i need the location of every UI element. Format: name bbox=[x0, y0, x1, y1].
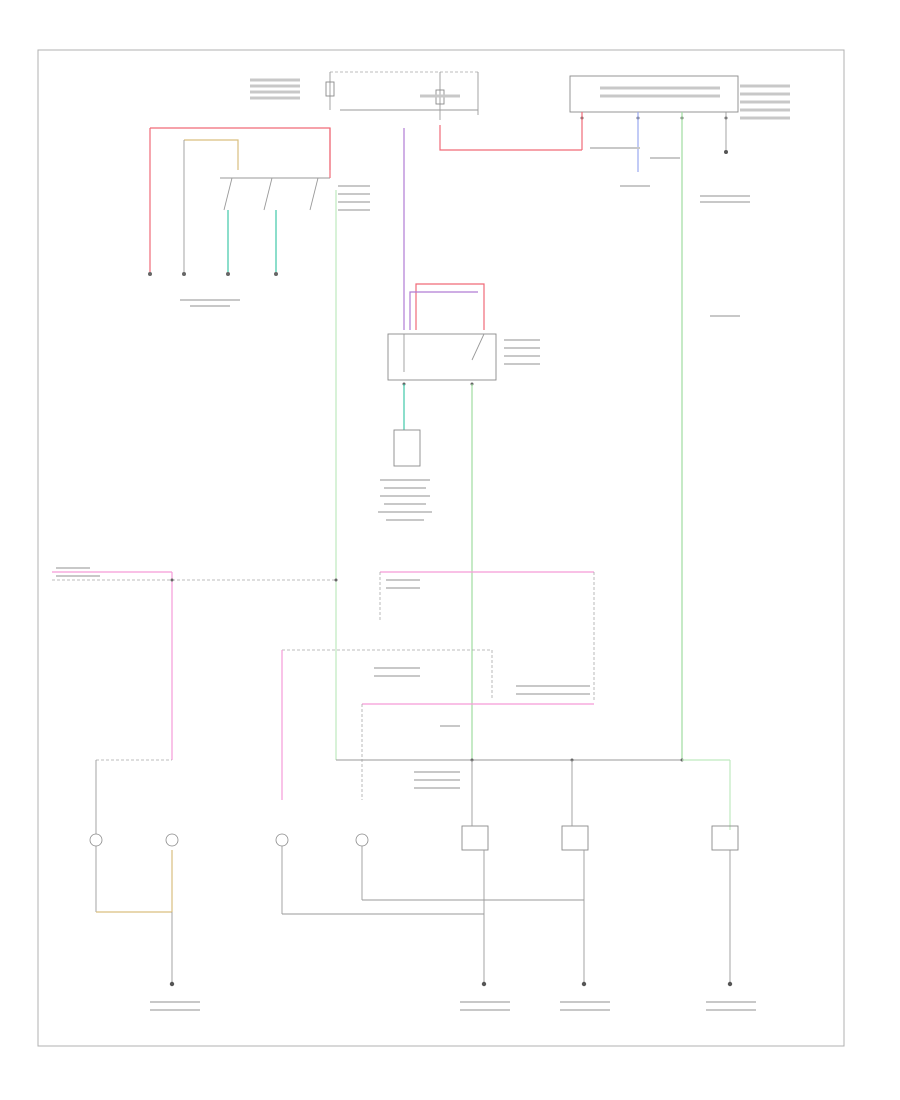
lamp-mid-1 bbox=[275, 833, 289, 847]
lamp-row bbox=[89, 759, 756, 1011]
ground-2 bbox=[481, 981, 487, 987]
sensor-switch bbox=[393, 429, 421, 467]
lamp-left-2 bbox=[165, 833, 179, 847]
switch-lamp-2 bbox=[561, 825, 589, 851]
ground-3 bbox=[581, 981, 587, 987]
ground-1 bbox=[169, 981, 175, 987]
switch-lamp-3 bbox=[711, 825, 739, 851]
lamp-left-1 bbox=[89, 833, 103, 847]
ground-cluster bbox=[724, 150, 728, 154]
wire-red-fuse-cluster bbox=[439, 125, 582, 151]
fuse-left bbox=[325, 81, 335, 97]
lamp-mid-2 bbox=[355, 833, 369, 847]
switch-lamp-1 bbox=[461, 825, 489, 851]
relay-module bbox=[378, 283, 540, 760]
fuse-panel-section bbox=[250, 71, 479, 120]
switch-block-left bbox=[148, 127, 370, 307]
instrument-cluster bbox=[569, 75, 790, 760]
ground-4 bbox=[727, 981, 733, 987]
distribution-section bbox=[52, 567, 731, 830]
diagram-frame bbox=[37, 49, 845, 1047]
